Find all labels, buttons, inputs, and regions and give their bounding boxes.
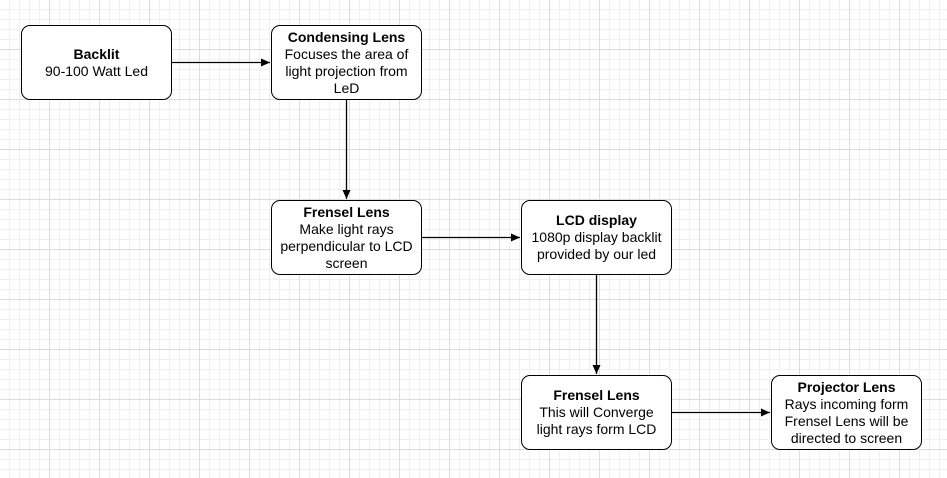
node-projector-lens[interactable]: Projector Lens Rays incoming form Frense… — [771, 375, 922, 450]
node-backlit-desc: 90-100 Watt Led — [45, 62, 148, 79]
node-frensel-lens-1-title: Frensel Lens — [303, 203, 390, 220]
node-lcd-display-title: LCD display — [556, 212, 637, 228]
node-lcd-display-desc: 1080p display backlit provided by our le… — [531, 229, 662, 262]
node-frensel-lens-1-desc: Make light rays perpendicular to LCD scr… — [280, 220, 413, 271]
node-frensel-lens-2-title: Frensel Lens — [553, 387, 640, 403]
node-condensing-lens-title: Condensing Lens — [287, 28, 406, 45]
node-projector-lens-title: Projector Lens — [797, 378, 896, 395]
node-projector-lens-desc: Rays incoming form Frensel Lens will be … — [784, 395, 909, 446]
node-condensing-lens-desc: Focuses the area of light projection fro… — [284, 45, 409, 96]
node-frensel-lens-1[interactable]: Frensel Lens Make light rays perpendicul… — [271, 200, 422, 275]
node-frensel-lens-2[interactable]: Frensel Lens This will Converge light ra… — [521, 375, 672, 450]
node-condensing-lens[interactable]: Condensing Lens Focuses the area of ligh… — [271, 25, 422, 100]
node-backlit-title: Backlit — [73, 45, 120, 62]
node-frensel-lens-2-desc: This will Converge light rays form LCD — [536, 404, 657, 437]
node-lcd-display[interactable]: LCD display 1080p display backlit provid… — [521, 200, 672, 275]
node-backlit[interactable]: Backlit 90-100 Watt Led — [21, 25, 172, 100]
